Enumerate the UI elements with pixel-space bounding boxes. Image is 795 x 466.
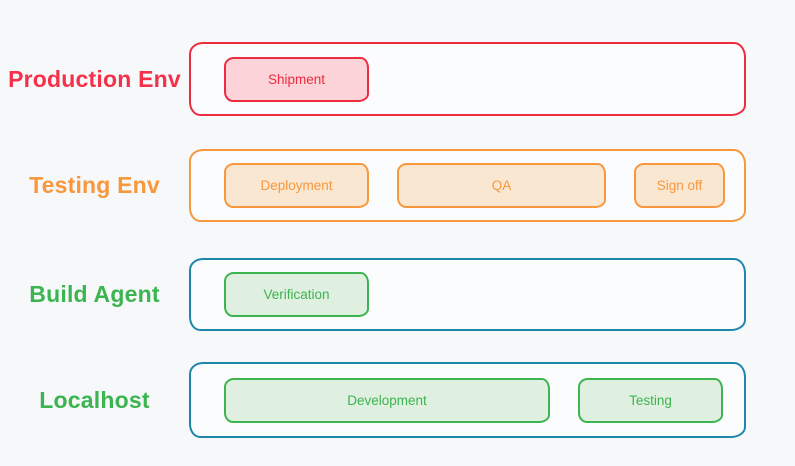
- row-testing-env: Testing Env Deployment QA Sign off: [0, 149, 795, 222]
- env-label-production: Production Env: [8, 65, 181, 92]
- row-production-env: Production Env Shipment: [0, 42, 795, 116]
- stage-box-testing: Testing: [578, 377, 723, 423]
- env-label-localhost: Localhost: [39, 386, 150, 413]
- env-container-testing: Deployment QA Sign off: [189, 149, 746, 222]
- env-container-build-agent: Verification: [189, 258, 746, 331]
- row-localhost: Localhost Development Testing: [0, 362, 795, 438]
- stage-box-deployment: Deployment: [224, 163, 369, 208]
- stage-box-qa: QA: [397, 163, 606, 208]
- env-label-testing: Testing Env: [29, 172, 160, 198]
- stage-box-development: Development: [224, 377, 550, 423]
- stage-box-sign-off: Sign off: [634, 163, 725, 208]
- env-container-production: Shipment: [189, 42, 746, 116]
- stage-box-shipment: Shipment: [224, 56, 369, 102]
- env-container-localhost: Development Testing: [189, 362, 746, 438]
- row-build-agent: Build Agent Verification: [0, 258, 795, 331]
- stage-box-verification: Verification: [224, 272, 369, 317]
- env-label-build-agent: Build Agent: [29, 281, 160, 307]
